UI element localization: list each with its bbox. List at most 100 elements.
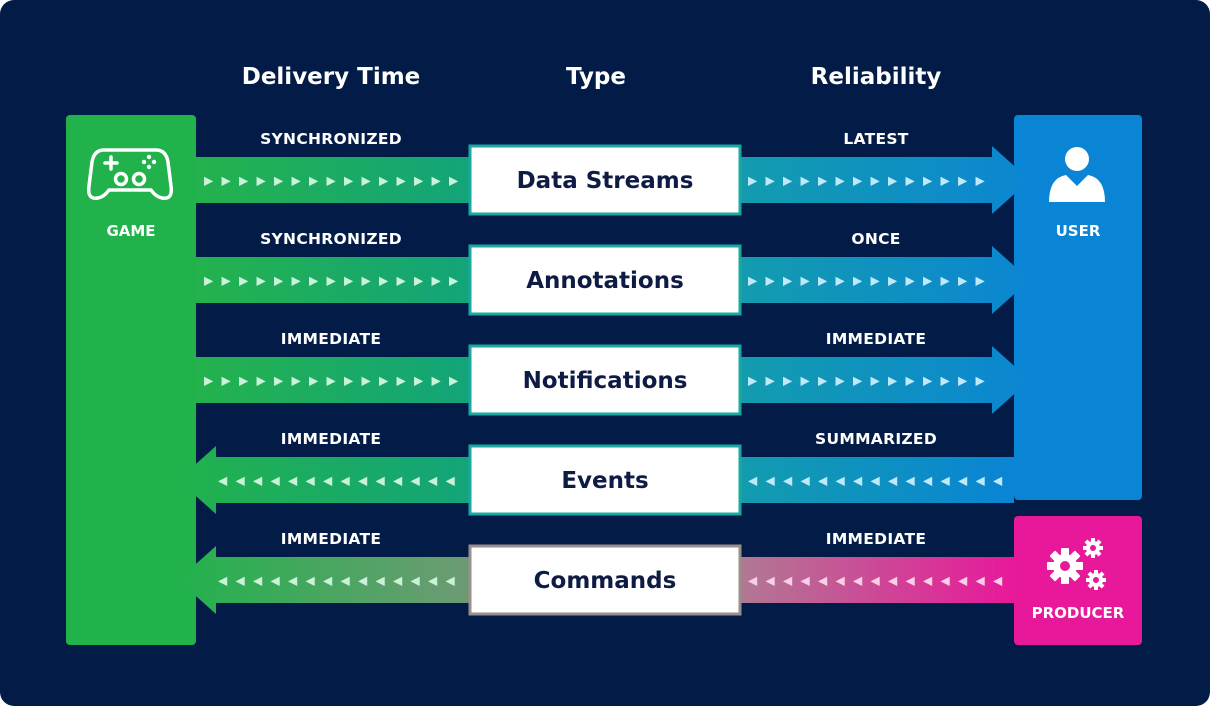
game-label: GAME (106, 222, 155, 240)
chevron-icon: ◀ (801, 574, 811, 588)
chevron-icon: ◀ (941, 574, 951, 588)
chevron-icon: ◀ (888, 574, 898, 588)
chevron-icon: ◀ (236, 474, 246, 488)
chevron-icon: ◀ (853, 474, 863, 488)
flow-arrow-right (738, 346, 1030, 414)
chevron-icon: ▶ (397, 274, 407, 288)
chevron-icon: ▶ (379, 174, 389, 188)
chevron-icon: ▶ (222, 374, 232, 388)
chevron-icon: ◀ (906, 474, 916, 488)
reliability-label: IMMEDIATE (826, 330, 927, 348)
chevron-icon: ◀ (818, 474, 828, 488)
chevron-icon: ▶ (836, 374, 846, 388)
chevron-icon: ▶ (449, 174, 459, 188)
chevron-icon: ▶ (432, 374, 442, 388)
chevron-icon: ▶ (818, 274, 828, 288)
chevron-icon: ▶ (941, 174, 951, 188)
chevron-icon: ▶ (309, 274, 319, 288)
chevron-icon: ▶ (414, 174, 424, 188)
chevron-icon: ◀ (976, 574, 986, 588)
chevron-icon: ▶ (748, 274, 758, 288)
user-panel (1014, 115, 1142, 500)
type-label: Data Streams (517, 168, 694, 194)
chevron-icon: ▶ (449, 374, 459, 388)
chevron-icon: ▶ (801, 374, 811, 388)
chevron-icon: ▶ (309, 174, 319, 188)
user-label: USER (1056, 222, 1101, 240)
chevron-icon: ◀ (766, 574, 776, 588)
chevron-icon: ▶ (888, 174, 898, 188)
chevron-icon: ◀ (446, 574, 456, 588)
gamepad-icon (86, 148, 174, 200)
chevron-icon: ▶ (239, 374, 249, 388)
chevron-icon: ▶ (204, 274, 214, 288)
chevron-icon: ◀ (411, 474, 421, 488)
chevron-icon: ▶ (449, 274, 459, 288)
chevron-icon: ◀ (941, 474, 951, 488)
chevron-icon: ▶ (257, 374, 267, 388)
chevron-icon: ▶ (871, 374, 881, 388)
chevron-icon: ◀ (958, 474, 968, 488)
chevron-icon: ▶ (344, 374, 354, 388)
delivery-time-label: SYNCHRONIZED (260, 230, 402, 248)
header-delivery-time: Delivery Time (242, 64, 421, 90)
user-entity: USER (1014, 115, 1142, 500)
delivery-time-label: IMMEDIATE (281, 330, 382, 348)
chevron-icon: ◀ (376, 474, 386, 488)
chevron-icon: ◀ (323, 574, 333, 588)
chevron-icon: ◀ (976, 474, 986, 488)
chevron-icon: ◀ (376, 574, 386, 588)
chevron-icon: ▶ (906, 374, 916, 388)
chevron-icon: ▶ (204, 174, 214, 188)
delivery-time-label: SYNCHRONIZED (260, 130, 402, 148)
flow-band-left (196, 257, 472, 303)
chevron-icon: ◀ (323, 474, 333, 488)
chevron-icon: ▶ (292, 274, 302, 288)
chevron-icon: ▶ (871, 174, 881, 188)
chevron-icon: ▶ (801, 174, 811, 188)
flow-arrow-right (738, 146, 1030, 214)
chevron-icon: ◀ (393, 574, 403, 588)
chevron-icon: ◀ (253, 574, 263, 588)
chevron-icon: ▶ (362, 374, 372, 388)
flow-row-1: ▶▶▶▶▶▶▶▶▶▶▶▶▶▶▶▶▶▶▶▶▶▶▶▶▶▶▶▶▶Data Stream… (196, 130, 1030, 216)
chevron-icon: ▶ (783, 274, 793, 288)
chevron-icon: ▶ (836, 274, 846, 288)
chevron-icon: ▶ (853, 274, 863, 288)
chevron-icon: ▶ (257, 174, 267, 188)
chevron-icon: ▶ (344, 174, 354, 188)
chevron-icon: ▶ (783, 374, 793, 388)
chevron-icon: ◀ (801, 474, 811, 488)
game-entity: GAME (66, 115, 196, 645)
reliability-label: SUMMARIZED (815, 430, 937, 448)
chevron-icon: ◀ (306, 474, 316, 488)
flow-row-4: ◀◀◀◀◀◀◀◀◀◀◀◀◀◀◀◀◀◀◀◀◀◀◀◀◀◀◀◀◀EventsIMMED… (178, 430, 1014, 516)
reliability-label: ONCE (851, 230, 900, 248)
chevron-icon: ◀ (783, 474, 793, 488)
type-box (468, 344, 742, 416)
flow-band-right (738, 557, 1014, 603)
chevron-icon: ▶ (941, 274, 951, 288)
chevron-icon: ◀ (341, 474, 351, 488)
chevron-icon: ◀ (853, 574, 863, 588)
chevron-icon: ▶ (766, 374, 776, 388)
chevron-icon: ▶ (274, 374, 284, 388)
chevron-icon: ◀ (446, 474, 456, 488)
chevron-icon: ◀ (218, 474, 228, 488)
chevron-icon: ▶ (923, 274, 933, 288)
chevron-icon: ▶ (292, 174, 302, 188)
chevron-icon: ◀ (748, 474, 758, 488)
chevron-icon: ◀ (428, 574, 438, 588)
chevron-icon: ◀ (748, 574, 758, 588)
chevron-icon: ▶ (976, 274, 986, 288)
flow-row-2: ▶▶▶▶▶▶▶▶▶▶▶▶▶▶▶▶▶▶▶▶▶▶▶▶▶▶▶▶▶Annotations… (196, 230, 1030, 316)
chevron-icon: ▶ (766, 174, 776, 188)
flow-arrow-right (738, 246, 1030, 314)
chevron-icon: ◀ (836, 474, 846, 488)
chevron-icon: ◀ (236, 574, 246, 588)
flow-arrow-left (178, 446, 472, 514)
chevron-icon: ◀ (428, 474, 438, 488)
chevron-icon: ◀ (271, 574, 281, 588)
chevron-icon: ▶ (836, 174, 846, 188)
delivery-time-label: IMMEDIATE (281, 530, 382, 548)
